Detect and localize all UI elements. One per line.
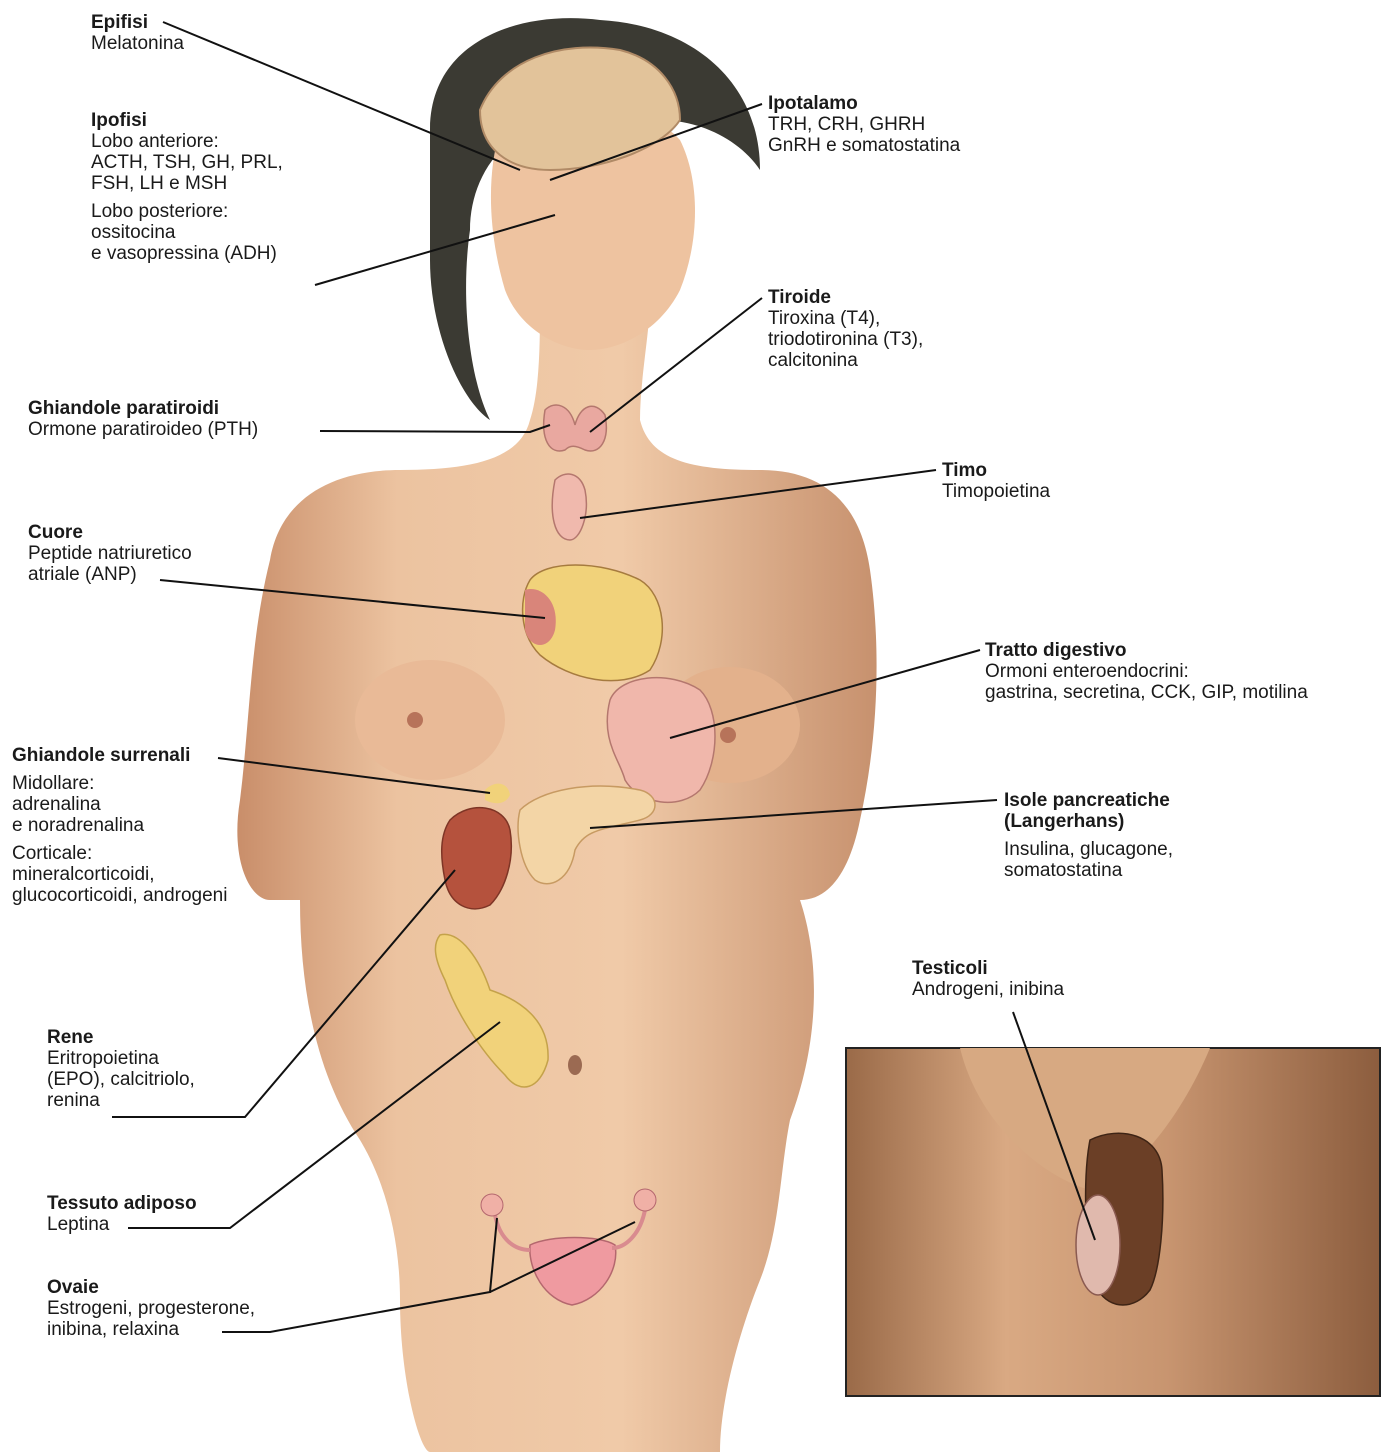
ipotalamo-line: TRH, CRH, GHRH (768, 114, 960, 135)
epifisi-title: Epifisi (91, 12, 184, 33)
label-rene: Rene Eritropoietina (EPO), calcitriolo, … (47, 1027, 195, 1111)
ipofisi-ant-line: FSH, LH e MSH (91, 173, 283, 194)
surrenali-med-line: Midollare: (12, 773, 227, 794)
timo-line: Timopoietina (942, 481, 1050, 502)
paratiroidi-title: Ghiandole paratiroidi (28, 398, 258, 419)
label-testicoli: Testicoli Androgeni, inibina (912, 958, 1064, 1000)
surrenali-cort-line: mineralcorticoidi, (12, 864, 227, 885)
ovaie-line: Estrogeni, progesterone, (47, 1298, 255, 1319)
label-ovaie: Ovaie Estrogeni, progesterone, inibina, … (47, 1277, 255, 1340)
label-paratiroidi: Ghiandole paratiroidi Ormone paratiroide… (28, 398, 258, 440)
pancreas-line: somatostatina (1004, 860, 1173, 881)
label-timo: Timo Timopoietina (942, 460, 1050, 502)
tiroide-line: triodotironina (T3), (768, 329, 923, 350)
testicoli-title: Testicoli (912, 958, 1064, 979)
paratiroidi-leader (320, 425, 550, 432)
paratiroidi-line: Ormone paratiroideo (PTH) (28, 419, 258, 440)
tiroide-line: calcitonina (768, 350, 923, 371)
ipofisi-ant-line: Lobo anteriore: (91, 131, 283, 152)
ipotalamo-line: GnRH e somatostatina (768, 135, 960, 156)
ipotalamo-title: Ipotalamo (768, 93, 960, 114)
digestivo-title: Tratto digestivo (985, 640, 1308, 661)
ovaie-line: inibina, relaxina (47, 1319, 255, 1340)
adiposo-line: Leptina (47, 1214, 197, 1235)
ipofisi-ant-line: ACTH, TSH, GH, PRL, (91, 152, 283, 173)
tiroide-title: Tiroide (768, 287, 923, 308)
left-breast (355, 660, 505, 780)
left-ovary (481, 1194, 503, 1216)
testicoli-line: Androgeni, inibina (912, 979, 1064, 1000)
ovaie-title: Ovaie (47, 1277, 255, 1298)
label-ipotalamo: Ipotalamo TRH, CRH, GHRH GnRH e somatost… (768, 93, 960, 156)
surrenali-med-line: adrenalina (12, 794, 227, 815)
digestivo-line: gastrina, secretina, CCK, GIP, motilina (985, 682, 1308, 703)
ipofisi-title: Ipofisi (91, 110, 283, 131)
label-adiposo: Tessuto adiposo Leptina (47, 1193, 197, 1235)
label-epifisi: Epifisi Melatonina (91, 12, 184, 54)
timo-title: Timo (942, 460, 1050, 481)
label-cuore: Cuore Peptide natriuretico atriale (ANP) (28, 522, 192, 585)
ipofisi-post-line: Lobo posteriore: (91, 201, 283, 222)
surrenali-cort-line: Corticale: (12, 843, 227, 864)
surrenali-med-line: e noradrenalina (12, 815, 227, 836)
pancreas-title: Isole pancreatiche (1004, 790, 1173, 811)
adiposo-title: Tessuto adiposo (47, 1193, 197, 1214)
label-ipofisi: Ipofisi Lobo anteriore: ACTH, TSH, GH, P… (91, 110, 283, 264)
cuore-line: atriale (ANP) (28, 564, 192, 585)
testis-inset (846, 1048, 1380, 1396)
label-surrenali: Ghiandole surrenali Midollare: adrenalin… (12, 745, 227, 906)
female-body (237, 18, 876, 1452)
digestivo-line: Ormoni enteroendocrini: (985, 661, 1308, 682)
tiroide-line: Tiroxina (T4), (768, 308, 923, 329)
ipofisi-post-line: ossitocina (91, 222, 283, 243)
label-digestivo: Tratto digestivo Ormoni enteroendocrini:… (985, 640, 1308, 703)
right-ovary (634, 1189, 656, 1211)
surrenali-cort-line: glucocorticoidi, androgeni (12, 885, 227, 906)
rene-line: (EPO), calcitriolo, (47, 1069, 195, 1090)
cuore-line: Peptide natriuretico (28, 543, 192, 564)
cuore-title: Cuore (28, 522, 192, 543)
label-tiroide: Tiroide Tiroxina (T4), triodotironina (T… (768, 287, 923, 371)
pancreas-title: (Langerhans) (1004, 811, 1173, 832)
ipofisi-post-line: e vasopressina (ADH) (91, 243, 283, 264)
rene-line: renina (47, 1090, 195, 1111)
rene-title: Rene (47, 1027, 195, 1048)
thymus-gland (552, 474, 586, 540)
pancreas-line: Insulina, glucagone, (1004, 839, 1173, 860)
rene-line: Eritropoietina (47, 1048, 195, 1069)
label-pancreas: Isole pancreatiche (Langerhans) Insulina… (1004, 790, 1173, 881)
epifisi-line: Melatonina (91, 33, 184, 54)
surrenali-title: Ghiandole surrenali (12, 745, 227, 766)
